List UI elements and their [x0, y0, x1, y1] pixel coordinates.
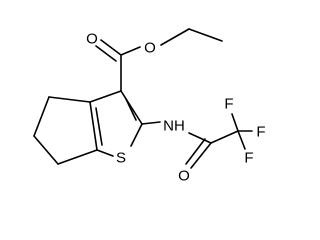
bond-c3-c2	[120, 90, 143, 125]
bond-ester-carbonyl-b	[95, 45, 117, 62]
bond-amide-carbonyl-b	[185, 138, 206, 165]
bond-oxygen-ethyl	[160, 28, 190, 46]
atom-thiophene-sulfur: S	[116, 150, 126, 167]
bond-c6-c7	[33, 135, 59, 165]
atom-fluorine-top: F	[224, 96, 233, 113]
bond-c3a-c7a-inner	[95, 107, 103, 146]
bond-ester-carbonyl-a	[100, 39, 122, 56]
atom-amide-carbonyl-oxygen: O	[178, 168, 190, 185]
bond-c2-nitrogen	[141, 121, 161, 125]
bond-carbonyl-cf3	[210, 130, 239, 144]
chemical-structure-diagram: O O S NH O F F F	[33, 28, 266, 185]
bond-c3a-c3	[89, 90, 122, 103]
bond-c3a-c7a	[89, 101, 98, 151]
bond-amide-carbonyl-a	[190, 142, 212, 169]
bond-cf3-fluorine-bottom	[237, 130, 246, 150]
bond-ester-carbon-oxygen	[120, 46, 141, 56]
bond-cf3-fluorine-top	[231, 113, 239, 132]
bond-c7-c7a	[57, 149, 98, 165]
atom-ester-ether-oxygen: O	[144, 40, 156, 57]
bond-c3-c2-inner	[125, 98, 137, 121]
bond-c4-c5	[48, 96, 91, 103]
bond-nitrogen-carbonyl	[188, 132, 212, 144]
atom-amide-nitrogen: NH	[163, 118, 185, 135]
atom-ester-carbonyl-oxygen: O	[86, 31, 98, 48]
bond-c2-s1	[130, 123, 143, 147]
atom-fluorine-bottom: F	[244, 150, 253, 167]
bond-s1-c7a	[96, 149, 114, 157]
atom-fluorine-right: F	[256, 124, 265, 141]
bond-c5-c6	[33, 96, 50, 137]
bond-ethyl-methyl	[188, 28, 223, 42]
